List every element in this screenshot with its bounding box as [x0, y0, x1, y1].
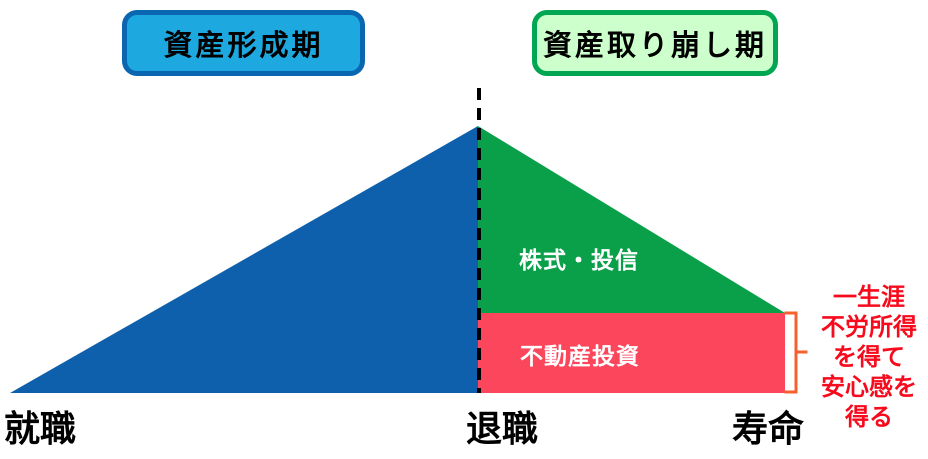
formation-period-label: 資産形成期 [163, 30, 324, 62]
drawdown-period-box: 資産取り崩し期 [532, 10, 778, 76]
stocks-area [478, 126, 785, 313]
axis-label-lifespan: 寿命 [732, 408, 805, 449]
annotation-bracket [784, 311, 808, 394]
annotation-text: 一生涯 不労所得 を得て 安心感を 得る [821, 284, 917, 431]
axis-label-employment: 就職 [4, 408, 77, 449]
real-estate-area-label: 不動産投資 [520, 343, 640, 369]
drawdown-period-label: 資産取り崩し期 [542, 30, 767, 62]
real-estate-area [478, 313, 785, 393]
stocks-area-label: 株式・投信 [519, 247, 639, 273]
formation-triangle [10, 126, 478, 393]
axis-label-retirement: 退職 [466, 408, 539, 449]
formation-period-box: 資産形成期 [122, 10, 365, 76]
